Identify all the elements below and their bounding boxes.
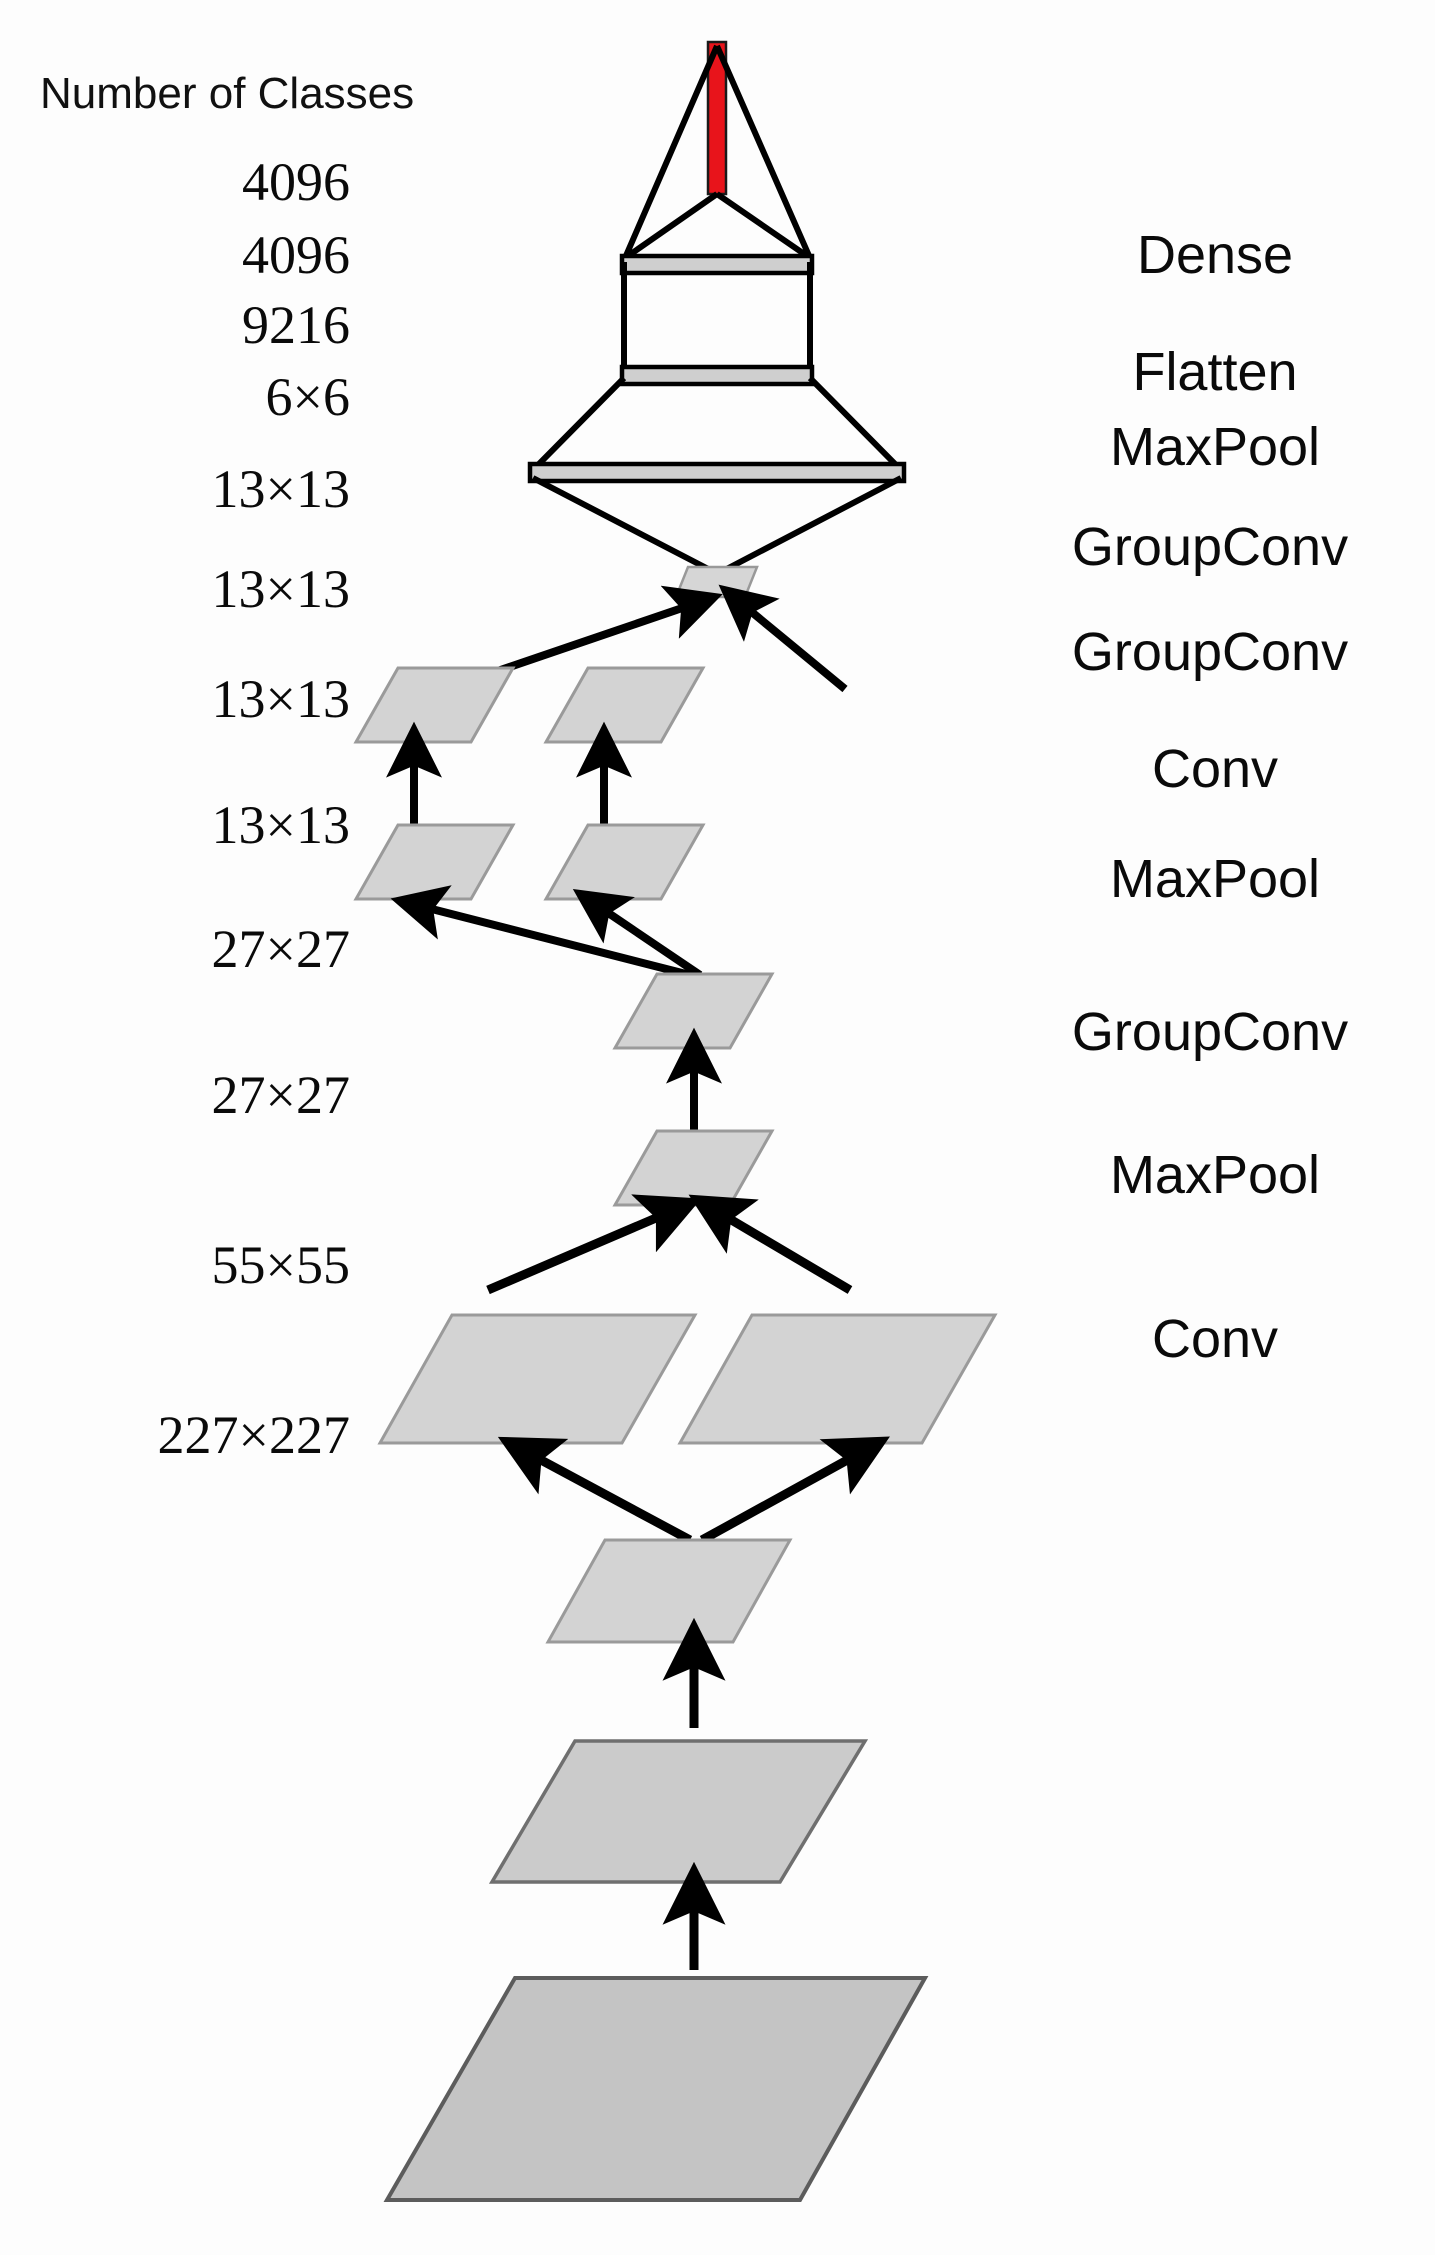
dense-bar-4096-lower [619, 364, 815, 387]
number-of-classes-label: Number of Classes [40, 69, 415, 118]
layer-label-dense: Dense [1136, 225, 1294, 285]
dense-trapezoid [530, 375, 904, 473]
arrow-split-right-27x27 [699, 1436, 890, 1544]
feature-map-27x27-left [377, 1313, 698, 1445]
arrow-27x27-left-to-13x13 [486, 1194, 702, 1295]
layer-label-maxpool-2: MaxPool [1109, 849, 1321, 909]
arrow-split-right-13x13 [572, 888, 703, 979]
input-image-227x227 [383, 1976, 929, 2202]
dimension-label-227x227: 227×227 [157, 1405, 350, 1465]
feature-map-13x13-lower-left [353, 823, 516, 901]
feature-map-13x13-upper-left [353, 666, 516, 744]
dimension-label-27x27-b: 27×27 [211, 1065, 350, 1125]
arrow-27x27-right-to-13x13 [688, 1194, 853, 1294]
layer-label-groupconv-3: GroupConv [1071, 1002, 1349, 1062]
feature-map-13x13-upper-right [543, 666, 706, 744]
feature-map-27x27-single [545, 1538, 793, 1644]
arrow-split-left-13x13 [390, 885, 691, 979]
feature-map-13x13-conv-out [612, 972, 775, 1050]
feature-map-13x13-lower-right [543, 823, 706, 901]
dimension-label-27x27-a: 27×27 [211, 919, 350, 979]
feature-map-27x27-right [677, 1313, 998, 1445]
flatten-cone-bottom [531, 475, 903, 576]
feature-map-13x13-pool-out [612, 1129, 775, 1207]
layer-label-conv-2: Conv [1151, 1309, 1279, 1369]
arrow-split-left-27x27 [497, 1436, 693, 1544]
layer-label-flatten: Flatten [1132, 342, 1298, 402]
dense-cone-top [622, 44, 813, 261]
feature-map-6x6 [674, 565, 759, 599]
dimension-label-9216: 9216 [242, 295, 350, 355]
dimension-label-55x55: 55×55 [211, 1235, 350, 1295]
dimension-label-13x13-c: 13×13 [211, 669, 350, 729]
layer-label-groupconv-2: GroupConv [1071, 622, 1349, 682]
dimension-label-13x13-d: 13×13 [211, 795, 350, 855]
dimension-label-4096-upper: 4096 [242, 152, 350, 212]
dimension-label-13x13-b: 13×13 [211, 559, 350, 619]
dimension-label-6x6: 6×6 [265, 367, 350, 427]
layer-label-conv-1: Conv [1151, 739, 1279, 799]
feature-map-55x55 [488, 1739, 869, 1884]
dimension-label-13x13-a: 13×13 [211, 459, 350, 519]
arrow-13x13-right-to-6x6 [718, 584, 848, 693]
flatten-bar-9216 [527, 461, 907, 484]
dimension-label-4096-lower: 4096 [242, 225, 350, 285]
layer-label-maxpool-3: MaxPool [1109, 1145, 1321, 1205]
dense-bar-4096-upper [619, 253, 815, 276]
layer-label-maxpool-1: MaxPool [1109, 417, 1321, 477]
dense-box-sides [621, 262, 813, 372]
layer-label-groupconv-1: GroupConv [1071, 517, 1349, 577]
